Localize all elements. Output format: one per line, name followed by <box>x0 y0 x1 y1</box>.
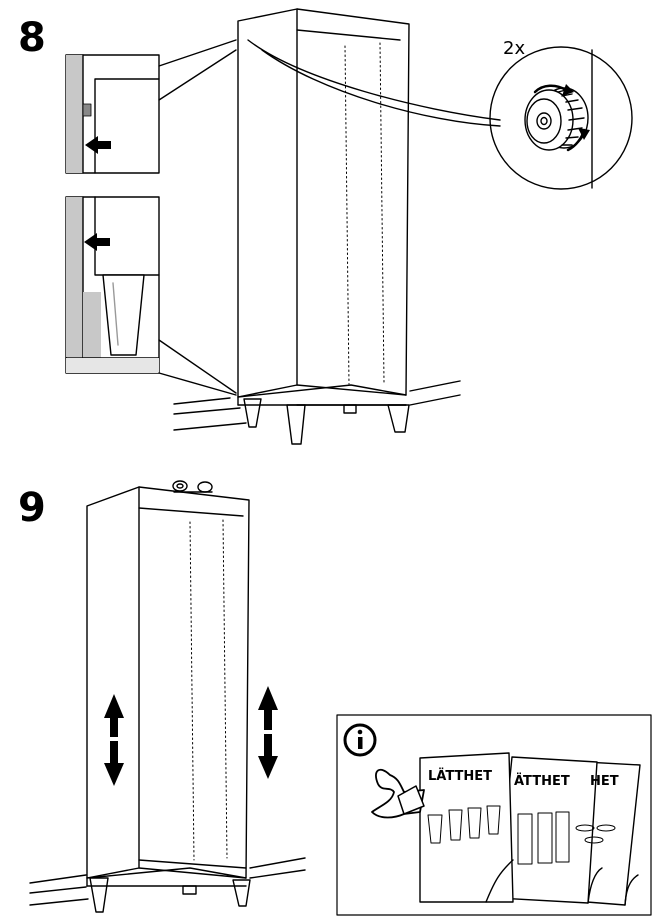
wall-fitting <box>172 480 213 493</box>
cabinet-step-8 <box>173 8 461 445</box>
left-arrow-icon <box>85 136 111 154</box>
info-icon <box>343 723 377 757</box>
rotate-arrow-icon <box>533 84 590 152</box>
person-reading-icon <box>371 768 425 819</box>
up-down-arrow-icon <box>104 694 124 786</box>
detail-leg-adjuster-top <box>65 54 160 174</box>
cabinet-step-9 <box>29 480 306 913</box>
info-box <box>336 714 652 916</box>
booklet-title-2: ÄTTHET <box>514 773 570 789</box>
quantity-label: 2x <box>503 38 525 59</box>
step-9-number: 9 <box>18 485 46 531</box>
step-8-number: 8 <box>18 15 46 61</box>
adjuster-knob <box>524 87 589 151</box>
booklet-title-3: HET <box>590 774 619 789</box>
detail-adjuster-zoom <box>489 46 633 190</box>
detail-leg-foot <box>65 196 160 374</box>
left-arrow-icon <box>84 233 110 251</box>
booklet-title-1: LÄTTHET <box>428 768 492 784</box>
up-down-arrow-icon <box>258 686 278 779</box>
